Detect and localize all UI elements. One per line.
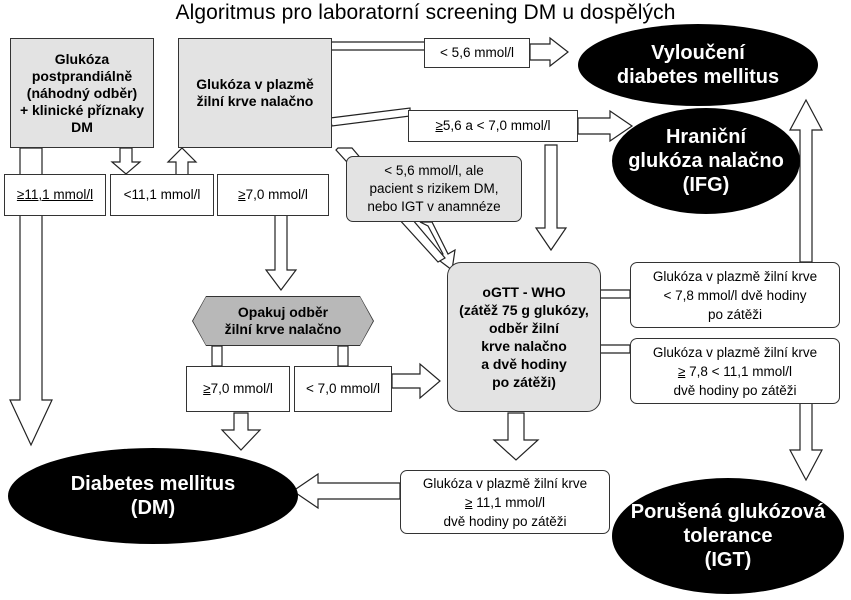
outcome-dm: Diabetes mellitus (DM)	[8, 448, 298, 544]
ogtt-line-2: (zátěž 75 g glukózy,	[459, 302, 589, 318]
outcome-dm-line-2: (DM)	[130, 497, 176, 519]
risk-line-3: nebo IGT v anamnéze	[367, 199, 501, 214]
label-lt-5-6: < 5,6 mmol/l	[424, 38, 530, 68]
postprandial-line-5: DM	[71, 118, 93, 135]
label-5-6-to-7-0-text: 5,6 a < 7,0 mmol/l	[442, 118, 551, 133]
arrow-lt111-down	[110, 147, 142, 175]
outcome-igt-line-2: tolerance	[683, 525, 773, 547]
fasting-line-2: žilní krve nalačno	[196, 93, 314, 109]
repeat-line-2: žilní krve nalačno	[224, 321, 342, 337]
outcome-ifg-line-2: glukóza nalačno	[628, 150, 784, 172]
arrow-lt70-right	[391, 362, 441, 400]
result-lt-7-8-box: Glukóza v plazmě žilní krve < 7,8 mmol/l…	[630, 262, 840, 328]
ogtt-line-6: po zátěži)	[492, 374, 556, 390]
result-ge-11-1-line-1: Glukóza v plazmě žilní krve	[422, 475, 588, 491]
result-7-8-line-3: dvě hodiny po zátěži	[673, 382, 797, 398]
result-ge-11-1-box: Glukóza v plazmě žilní krve ≥ 11,1 mmol/…	[400, 470, 610, 534]
label-ge-11-1-text: ≥11,1 mmol/l	[16, 187, 94, 202]
arrow-to-ifg-stem	[329, 107, 411, 127]
arrow-res1-up	[789, 98, 823, 263]
repeat-fasting-box: Opakuj odběr žilní krve nalačno	[192, 296, 374, 346]
label-lt-7-0: < 7,0 mmol/l	[294, 366, 392, 412]
fasting-glucose-box: Glukóza v plazmě žilní krve nalačno	[178, 38, 332, 148]
risk-patient-box: < 5,6 mmol/l, ale pacient s rizikem DM, …	[346, 156, 522, 222]
arrow-to-exclusion-head	[529, 36, 569, 68]
arrow-res2-down	[789, 402, 823, 482]
label-ge-7-0-repeat-ge: ≥	[203, 381, 211, 396]
label-5-6-to-7-0: ≥ 5,6 a < 7,0 mmol/l	[408, 110, 578, 142]
ogtt-line-1: oGTT - WHO	[482, 284, 566, 300]
postprandial-line-4: + klinické příznaky	[19, 101, 145, 118]
label-5-6-to-7-0-ge: ≥	[435, 118, 443, 133]
arrow-repeat-split-right	[337, 345, 349, 367]
ogtt-box: oGTT - WHO (zátěž 75 g glukózy, odběr ži…	[447, 262, 601, 412]
risk-line-1: < 5,6 mmol/l, ale	[384, 163, 484, 178]
postprandial-glucose-box: Glukóza postprandiálně (náhodný odběr) +…	[10, 38, 154, 148]
label-lt-5-6-text: < 5,6 mmol/l	[440, 45, 514, 60]
outcome-ifg-line-1: Hraniční	[665, 126, 747, 148]
ogtt-line-3: odběr žilní	[489, 320, 559, 336]
outcome-igt-line-1: Porušená glukózová	[630, 501, 826, 523]
postprandial-line-3: (náhodný odběr)	[26, 84, 138, 101]
arrow-ogtt-to-res1	[599, 289, 631, 299]
risk-line-2: pacient s rizikem DM,	[369, 181, 499, 196]
label-ge-11-1: ≥11,1 mmol/l	[4, 174, 106, 216]
result-7-8-line-2: 7,8 < 11,1 mmol/l	[685, 363, 793, 379]
result-lt-7-8-line-3: po zátěži	[707, 306, 763, 322]
label-ge-7-0-fasting: ≥ 7,0 mmol/l	[217, 174, 329, 216]
label-ge-7-0-fasting-text: 7,0 mmol/l	[245, 187, 308, 202]
ogtt-line-4: krve nalačno	[481, 338, 567, 354]
arrow-ge70-down	[264, 214, 298, 291]
arrow-ogtt-down	[492, 412, 540, 461]
arrow-ogtt-to-res2	[599, 344, 631, 354]
outcome-dm-line-1: Diabetes mellitus	[70, 473, 236, 495]
result-7-8-line-1: Glukóza v plazmě žilní krve	[652, 344, 818, 360]
postprandial-line-1: Glukóza	[54, 50, 110, 67]
outcome-igt-line-3: (IGT)	[704, 549, 752, 571]
result-ge-11-1-line-2: 11,1 mmol/l	[472, 494, 545, 510]
result-ge-11-1-line-2-ge: ≥	[465, 494, 473, 510]
diagram-title: Algoritmus pro laboratorní screening DM …	[175, 1, 676, 24]
arrow-range-down	[534, 144, 568, 252]
result-7-8-line-2-ge: ≥	[677, 363, 686, 379]
outcome-ifg: Hraniční glukóza nalačno (IFG)	[612, 108, 800, 214]
postprandial-line-2: postprandiálně	[31, 67, 133, 84]
label-lt-7-0-text: < 7,0 mmol/l	[306, 381, 380, 396]
result-7-8-to-11-1-box: Glukóza v plazmě žilní krve ≥ 7,8 < 11,1…	[630, 338, 840, 404]
arrow-to-exclusion	[329, 41, 426, 51]
result-ge-11-1-line-3: dvě hodiny po zátěži	[443, 513, 567, 529]
arrow-repeat-ge70-down	[220, 412, 262, 451]
fasting-line-1: Glukóza v plazmě	[196, 76, 314, 92]
result-lt-7-8-line-1: Glukóza v plazmě žilní krve	[652, 268, 818, 284]
label-ge-7-0-fasting-ge: ≥	[238, 187, 246, 202]
arrow-repeat-split-left	[211, 345, 223, 367]
outcome-exclusion-line-1: Vyloučení	[651, 42, 745, 64]
repeat-line-1: Opakuj odběr	[237, 304, 329, 320]
outcome-ifg-line-3: (IFG)	[682, 174, 730, 196]
label-ge-7-0-repeat: ≥ 7,0 mmol/l	[186, 366, 290, 412]
label-lt-11-1-text: <11,1 mmol/l	[123, 187, 201, 202]
outcome-igt: Porušená glukózová tolerance (IGT)	[612, 478, 844, 594]
outcome-exclusion-line-2: diabetes mellitus	[616, 66, 780, 88]
result-lt-7-8-line-2: < 7,8 mmol/l dvě hodiny	[663, 287, 807, 303]
arrow-to-ifg-head	[577, 109, 634, 143]
outcome-exclusion: Vyloučení diabetes mellitus	[578, 24, 818, 106]
label-ge-7-0-repeat-text: 7,0 mmol/l	[210, 381, 273, 396]
arrow-ge111-left	[291, 472, 401, 510]
ogtt-line-5: a dvě hodiny	[481, 356, 567, 372]
label-lt-11-1: <11,1 mmol/l	[110, 174, 214, 216]
